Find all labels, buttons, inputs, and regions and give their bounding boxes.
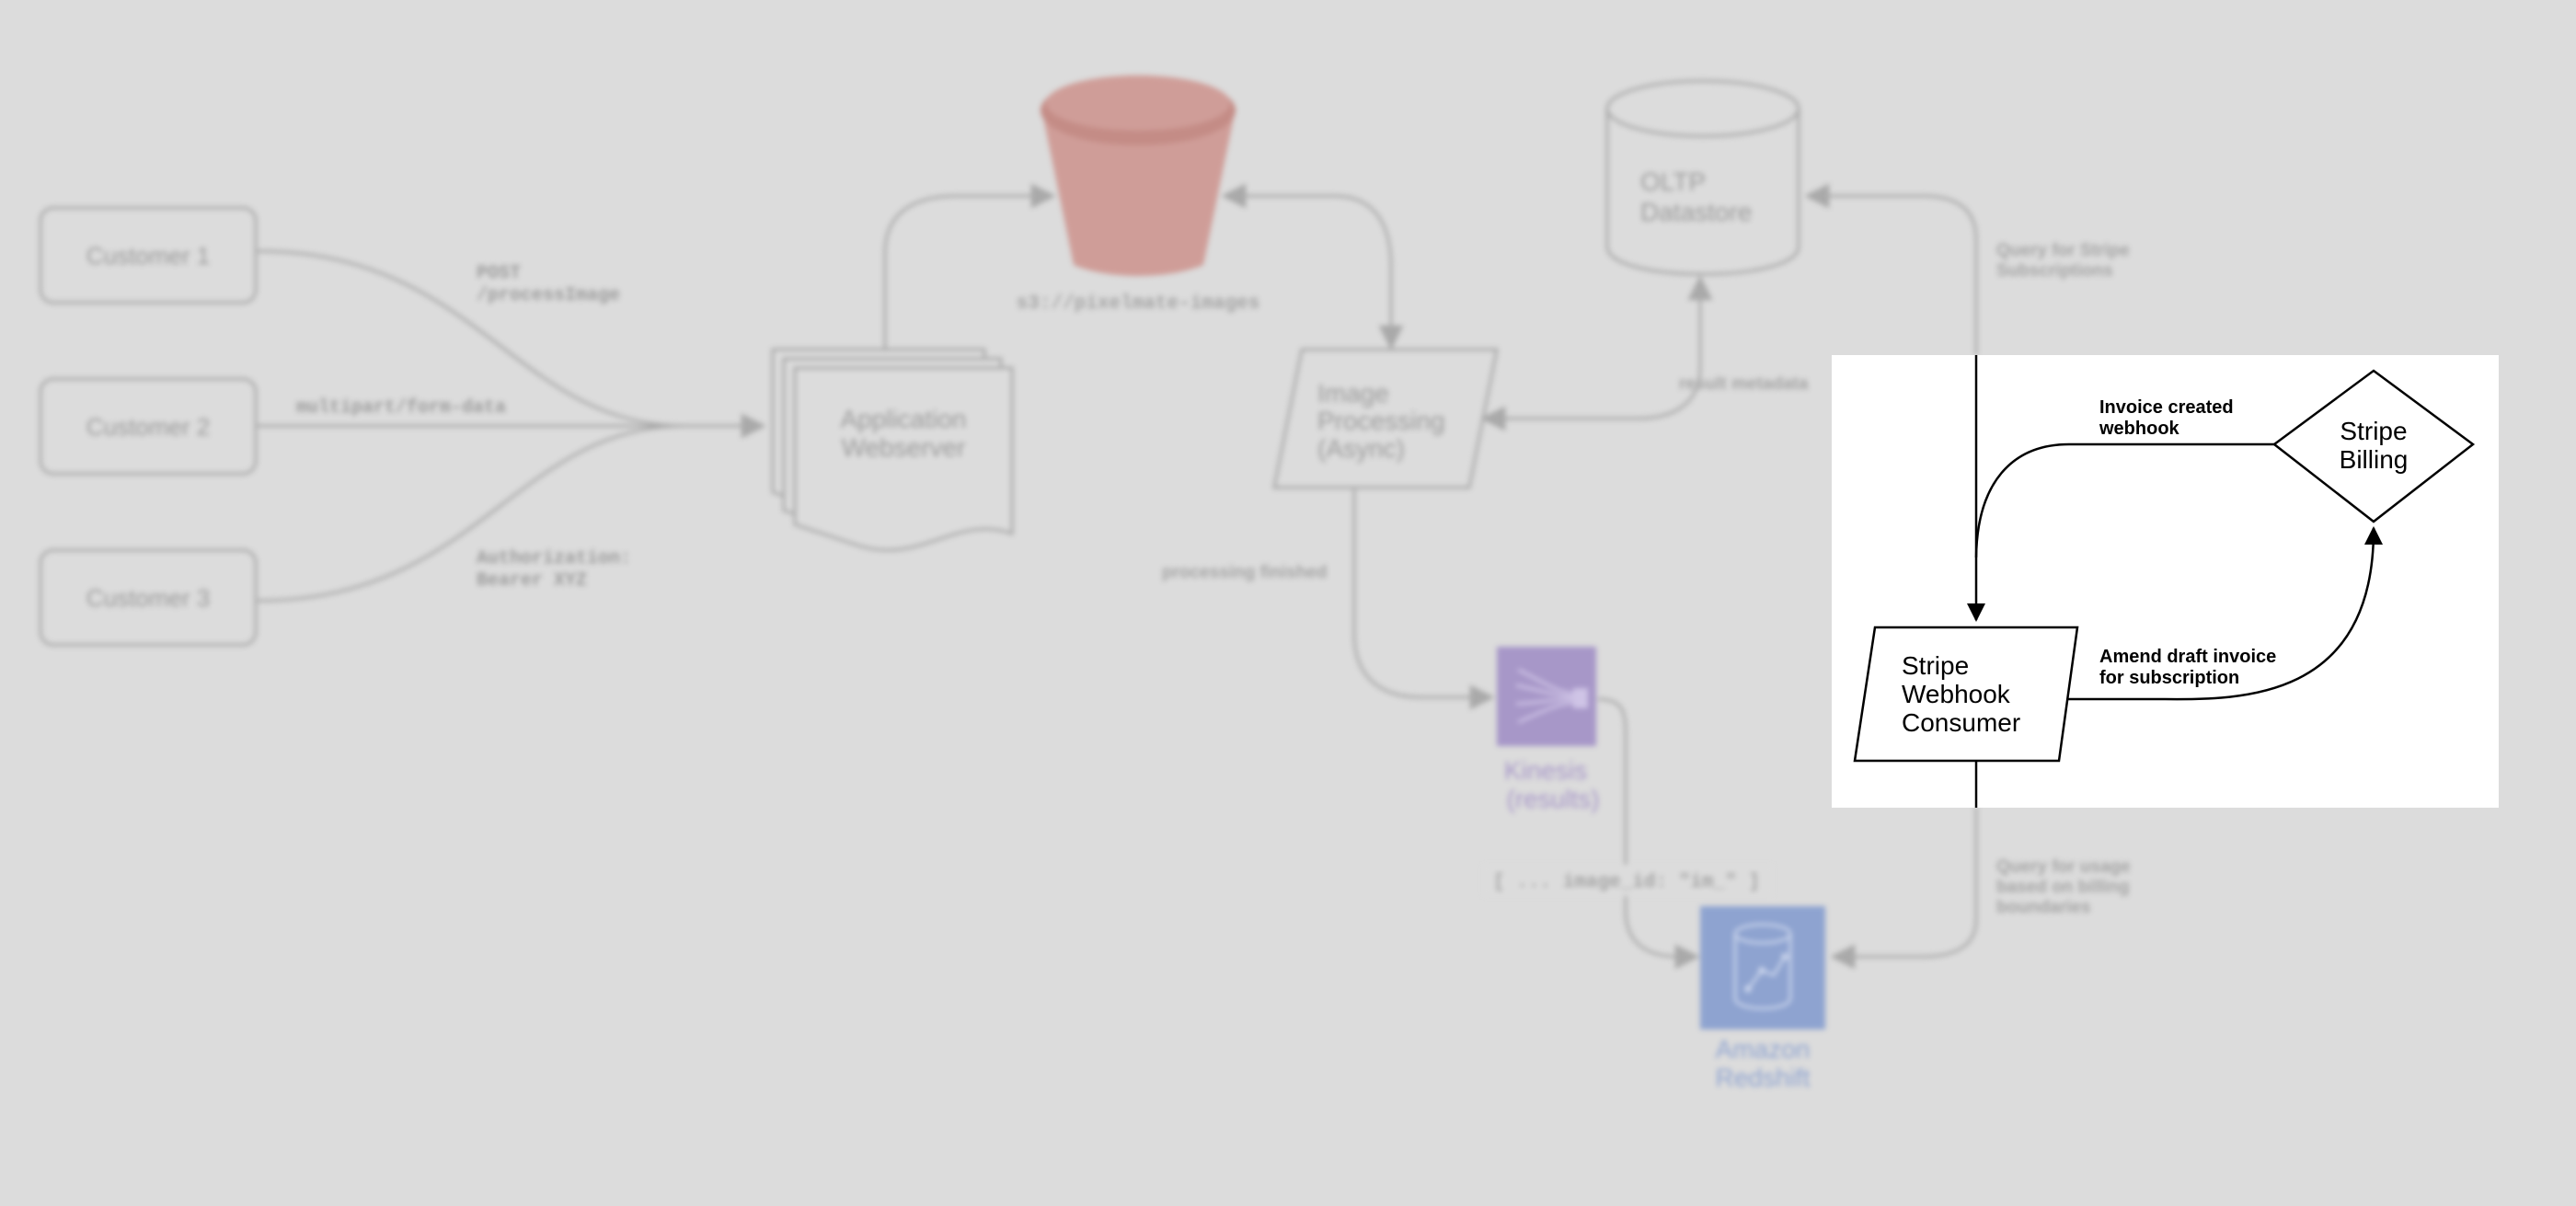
query-usage-label-line1: Query for usage <box>1996 857 2131 877</box>
kinesis-to-redshift-connector <box>1597 697 1700 970</box>
amend-draft-label-line1: Amend draft invoice <box>2099 647 2276 667</box>
stripe-billing-label-line1: Stripe <box>2340 417 2407 445</box>
application-webserver: Application Webserver <box>771 348 1014 552</box>
webserver-label-line2: Webserver <box>842 433 966 462</box>
bucket-to-processing-connector <box>1221 183 1404 350</box>
customer-3-connector <box>257 424 686 603</box>
s3-bucket-icon <box>1041 75 1236 276</box>
oltp-to-processing-connector <box>1480 275 1713 431</box>
consumer-label-line2: Webhook <box>1902 680 2011 708</box>
processing-label-line2: Processing <box>1317 407 1445 435</box>
customer-1-connector <box>257 249 686 428</box>
processing-label-line1: Image <box>1317 379 1389 408</box>
kinesis-icon <box>1497 647 1596 746</box>
kinesis-label-line2: (results) <box>1506 785 1599 813</box>
processing-finished-label: processing finished <box>1162 563 1327 582</box>
query-subscriptions-label-line2: Subscriptions <box>1996 261 2113 281</box>
kinesis-label-line1: Kinesis <box>1504 756 1587 785</box>
query-usage-label-line3: boundaries <box>1996 898 2090 917</box>
customer-1-label: Customer 1 <box>86 242 210 270</box>
consumer-label-line1: Stripe <box>1902 651 1969 680</box>
invoice-created-webhook-edge <box>1974 442 2274 558</box>
query-subscriptions-label-line1: Query for Stripe <box>1996 241 2130 260</box>
redshift-icon <box>1700 906 1825 1029</box>
auth-annotation: Authorization: <box>477 548 631 569</box>
amend-draft-label-line2: for subscription <box>2099 668 2239 688</box>
consumer-label-line3: Consumer <box>1902 708 2020 737</box>
stripe-focus-panel: Invoice created webhook Amend draft invo… <box>1832 355 2499 808</box>
customer-3-label: Customer 3 <box>86 584 210 612</box>
query-usage-connector <box>1830 807 1978 970</box>
webserver-to-bucket-connector <box>883 183 1056 350</box>
content-type-annotation: multipart/form-data <box>296 397 506 419</box>
post-annotation: POST <box>477 263 521 284</box>
amend-draft-invoice-edge <box>2059 526 2383 701</box>
processing-to-kinesis-connector <box>1352 489 1495 710</box>
customer-2-label: Customer 2 <box>86 413 210 441</box>
customer-1-box: Customer 1 <box>39 206 258 304</box>
invoice-created-label-line2: webhook <box>2099 419 2180 439</box>
query-usage-label-line2: based on billing <box>1996 878 2130 897</box>
stripe-billing-node: Stripe Billing <box>2271 369 2476 523</box>
processing-label-line3: (Async) <box>1317 434 1405 463</box>
post-path-annotation: /processImage <box>477 285 620 306</box>
invoice-created-label-line1: Invoice created <box>2099 397 2234 418</box>
webserver-label-line1: Application <box>841 405 967 433</box>
image-processing-node: Image Processing (Async) <box>1272 348 1499 489</box>
customer-3-box: Customer 3 <box>39 548 258 647</box>
stripe-billing-label-line2: Billing <box>2340 445 2409 474</box>
query-subscriptions-connector <box>1804 183 1978 355</box>
result-metadata-label: result metadata <box>1679 374 1809 394</box>
auth-token-annotation: Bearer XYZ <box>477 570 587 592</box>
database-cylinder-icon: OLTP Datastore <box>1605 79 1800 276</box>
customer-2-box: Customer 2 <box>39 377 258 476</box>
image-id-payload-label: [ ... image_id: "im_" ] <box>1493 872 1760 893</box>
oltp-label-line2: Datastore <box>1640 198 1752 226</box>
redshift-label-line2: Redshift <box>1716 1063 1811 1092</box>
redshift-label-line1: Amazon <box>1716 1035 1811 1063</box>
oltp-label-line1: OLTP <box>1640 167 1706 196</box>
stripe-webhook-consumer-node: Stripe Webhook Consumer <box>1853 626 2079 763</box>
s3-bucket-label: s3://pixelmate-images <box>1017 293 1260 315</box>
